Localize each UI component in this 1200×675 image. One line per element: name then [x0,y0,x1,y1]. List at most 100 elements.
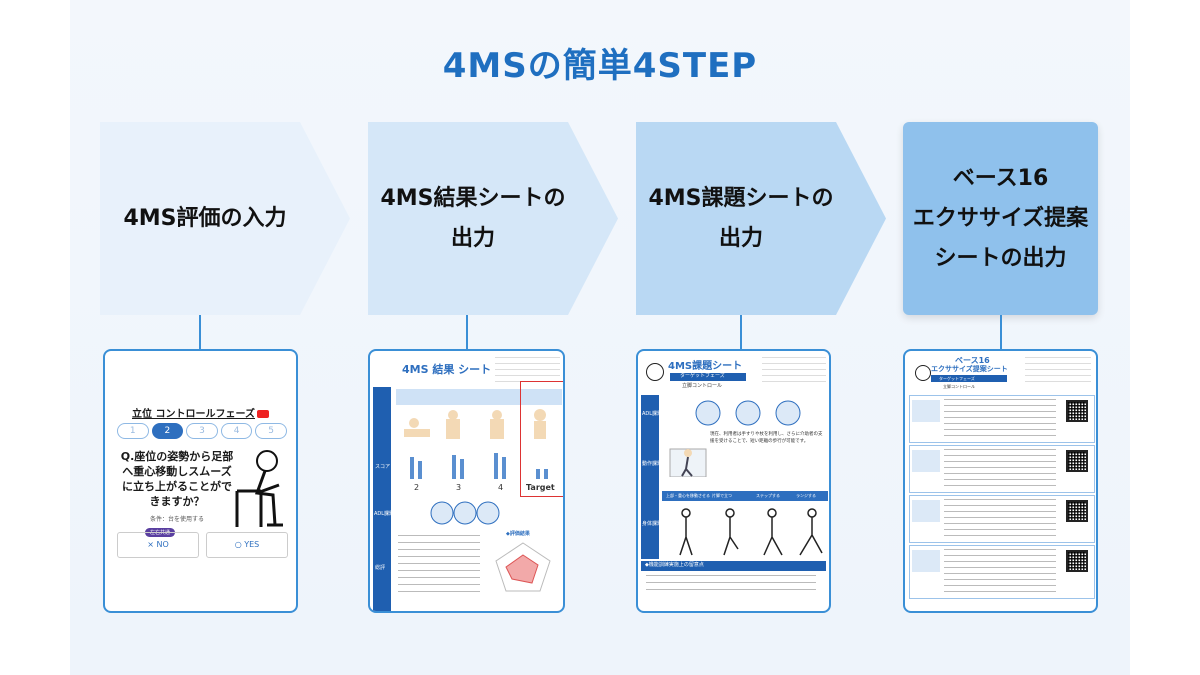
connector-4 [1000,315,1002,349]
adl-row-label: ADL課題 [642,411,663,417]
target-phase-bar: ターゲットフェーズ [670,373,746,381]
target-phase-text: ターゲットフェーズ [939,376,975,381]
sit-to-stand-illustration [235,450,283,527]
step-option-1[interactable]: 1 [117,423,149,439]
step-2-label-line-1: 4MS結果シートの [380,185,566,211]
exercise-image [912,450,940,472]
exercise-image [912,550,940,572]
body-col-3: ステップする [756,493,780,498]
score-bar [452,455,456,479]
proposal-title: ベース16 [955,356,990,365]
score-bar [460,459,464,479]
score-bar [410,457,414,479]
step-option-5[interactable]: 5 [255,423,287,439]
notes-body [646,575,816,595]
body-col-2: 片脚で立つ [712,493,732,498]
qr-code-icon[interactable] [1066,550,1088,572]
target-phase-text: ターゲットフェーズ [680,373,725,379]
target-phase-bar: ターゲットフェーズ [931,375,1007,382]
proposal-subtitle: エクササイズ提案シート [931,365,1008,373]
step-option-3[interactable]: 3 [186,423,218,439]
connector-3 [740,315,742,349]
exercise-block-3 [909,495,1095,543]
score-bar [494,453,498,479]
exercise-proposal-card: ベース16 エクササイズ提案シート ターゲットフェーズ 立脚コントロール [903,349,1098,613]
sub-phase-text: 立脚コントロール [943,384,975,389]
target-highlight [520,381,563,497]
no-button[interactable]: × NO [117,532,199,558]
sub-phase-text: 立脚コントロール [682,383,723,389]
body-exercise-figures [679,508,823,556]
connector-1 [199,315,201,349]
step-1-arrow: 4MS評価の入力 [100,122,350,315]
score-bar [418,461,422,479]
score-bars [400,449,560,479]
exercise-image [912,400,940,422]
avatar-icon [646,363,664,381]
result-sheet-title: 4MS 結果 シート [402,363,492,376]
result-sidebar [373,387,391,611]
result-sheet-meta [495,357,560,383]
score-value-2: 3 [456,483,462,492]
score-label: スコア [375,464,391,470]
step-option-4[interactable]: 4 [220,423,253,439]
issue-sidebar [641,395,659,559]
qr-code-icon[interactable] [1066,450,1088,472]
step-2-label-line-2: 出力 [450,225,495,251]
exercise-text [944,399,1056,437]
exercise-text [944,499,1056,537]
body-columns-header [662,491,828,501]
walking-illustration [669,448,707,477]
condition-text: 条件：台を使用する [149,516,204,523]
step-option-2[interactable]: 2 [151,423,184,439]
exercise-block-2 [909,445,1095,493]
adl-activity-icons [695,400,801,426]
speech-text: 現在、利用者は手すりや杖を利用し、さらに介助者の支援を受けることで、短い距離の歩… [710,432,823,444]
issue-sheet-title: 4MS課題シート [668,361,743,372]
issue-sheet-card: 4MS課題シート ターゲットフェーズ 立脚コントロール ADL課題 動作課題 現… [636,349,831,613]
body-col-4: ランジする [796,493,816,498]
body-col-1: 上部・重心を移動させる [666,493,710,498]
phase-title-text: 立位 コントロールフェーズ [132,409,255,420]
step-4-label-line-3: シートの出力 [934,245,1067,271]
total-label: 総評 [375,565,386,571]
step-3-label-line-1: 4MS課題シートの [648,185,834,211]
step-3-arrow: 4MS課題シートの 出力 [636,122,886,315]
notes-heading-bar: ◆機能訓練実施上の留意点 [641,561,826,571]
step-4-label-line-2: エクササイズ提案 [912,205,1089,231]
score-value-target: Target [526,483,555,492]
step-3-label-line-2: 出力 [718,225,763,251]
qr-code-icon[interactable] [1066,400,1088,422]
score-bar [544,469,548,479]
connector-2 [466,315,468,349]
page-title: 4MSの簡単4STEP [442,46,758,86]
adl-label: ADL課題 [374,511,395,517]
exercise-text [944,449,1056,487]
phase-title: 立位 コントロールフェーズ [105,405,296,420]
move-row-label: 動作課題 [642,461,663,467]
evaluation-input-card: 立位 コントロールフェーズ 1 2 3 4 5 Q.座位の姿勢から足部へ重心移動… [103,349,298,613]
step-2-arrow: 4MS結果シートの 出力 [368,122,618,315]
pose-illustrations [404,409,546,439]
score-value-1: 2 [414,483,420,492]
result-sheet-card: 4MS 結果 シート スコア 2 3 4 Target ADL課題 総評 ◆評価… [368,349,565,613]
qr-code-icon[interactable] [1066,500,1088,522]
step-selector: 1 2 3 4 5 [117,423,287,439]
score-bar [502,457,506,479]
adl-icons [430,501,500,525]
step-4-label-line-1: ベース16 [952,165,1049,191]
avatar-icon [915,365,931,381]
issue-sheet-meta [762,357,826,385]
body-row-label: 身体課題 [642,521,663,527]
exercise-text [944,549,1056,593]
question-text: Q.座位の姿勢から足部へ重心移動しスムーズに立ち上がることができますか？ [120,450,234,508]
score-bar [536,469,540,479]
radar-chart [495,542,551,592]
exercise-block-4 [909,545,1095,599]
total-comment [398,535,480,595]
exercise-image [912,500,940,522]
proposal-meta [1025,357,1091,387]
notes-heading: ◆機能訓練実施上の留意点 [645,562,704,568]
yes-button[interactable]: ○ YES [206,532,288,558]
exercise-block-1 [909,395,1095,443]
